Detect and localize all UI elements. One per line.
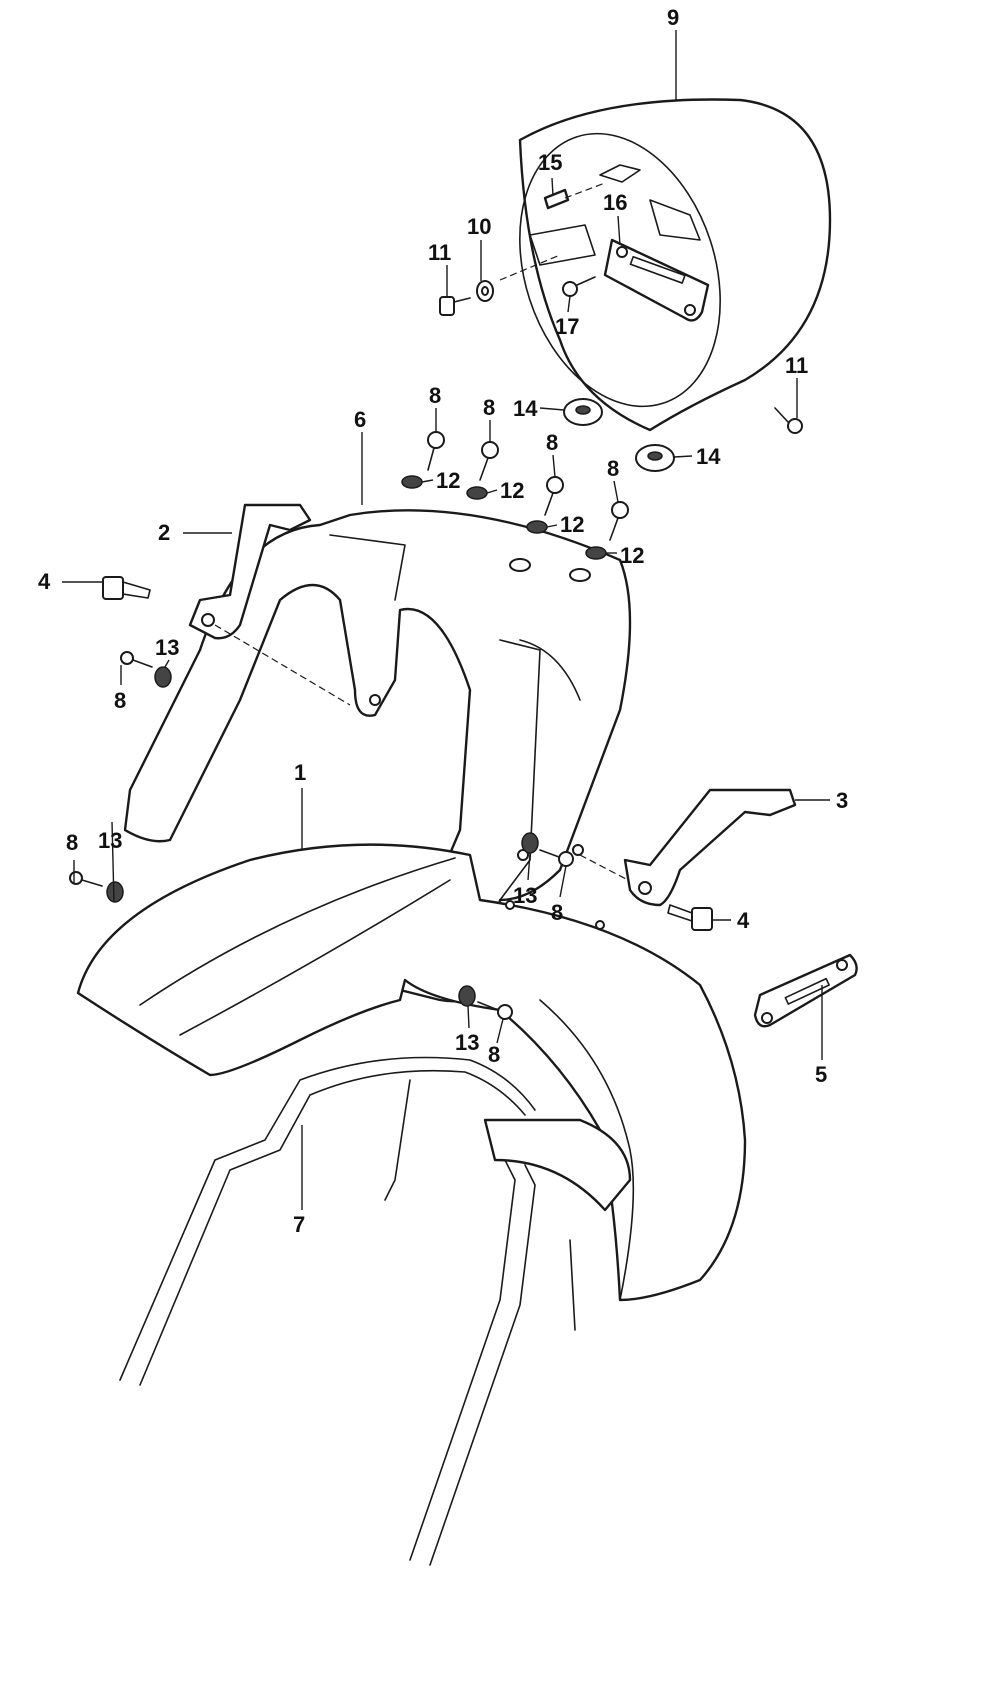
callout-8-a: 8 bbox=[429, 383, 441, 408]
callout-13-c: 13 bbox=[513, 883, 537, 908]
callout-4-right: 4 bbox=[737, 908, 750, 933]
callout-15: 15 bbox=[538, 150, 562, 175]
callout-12-d: 12 bbox=[620, 543, 644, 568]
screw-11-left bbox=[439, 296, 471, 316]
washers-13 bbox=[106, 666, 539, 1007]
callout-8-e: 8 bbox=[114, 688, 126, 713]
callout-6: 6 bbox=[354, 407, 366, 432]
bolt-4-right bbox=[667, 904, 713, 931]
clip-15 bbox=[543, 188, 570, 210]
callout-11-right: 11 bbox=[785, 353, 808, 378]
callout-3: 3 bbox=[836, 788, 848, 813]
callout-2: 2 bbox=[158, 520, 170, 545]
assembly-lines bbox=[214, 182, 629, 881]
leader-lines bbox=[62, 30, 830, 1210]
bolt-4-left bbox=[102, 576, 151, 600]
callout-1: 1 bbox=[294, 760, 306, 785]
fender-stay-7 bbox=[119, 1056, 632, 1566]
callout-5: 5 bbox=[815, 1062, 827, 1087]
callout-13-b: 13 bbox=[98, 828, 122, 853]
callout-12-c: 12 bbox=[560, 512, 584, 537]
callout-17: 17 bbox=[555, 314, 579, 339]
grommet-14-b bbox=[635, 444, 675, 472]
callout-4-left: 4 bbox=[38, 569, 51, 594]
callout-7: 7 bbox=[293, 1212, 305, 1237]
callouts: 9 15 16 10 11 17 11 8 8 14 6 8 14 8 12 1… bbox=[38, 5, 848, 1237]
wire-bracket-2 bbox=[188, 503, 312, 640]
callout-14-a: 14 bbox=[513, 396, 538, 421]
callout-8-b: 8 bbox=[483, 395, 495, 420]
front-fender-1 bbox=[76, 843, 747, 1302]
headlight-housing bbox=[518, 98, 832, 432]
screw-11-right bbox=[774, 407, 803, 434]
callout-8-g: 8 bbox=[551, 900, 563, 925]
callout-10: 10 bbox=[467, 214, 491, 239]
callout-8-c: 8 bbox=[546, 430, 558, 455]
washer-10 bbox=[476, 280, 494, 302]
fork-cover-6 bbox=[123, 509, 632, 1003]
wire-bracket-3 bbox=[623, 788, 797, 907]
callout-8-h: 8 bbox=[488, 1042, 500, 1067]
callout-12-a: 12 bbox=[436, 468, 460, 493]
callout-9: 9 bbox=[667, 5, 679, 30]
grommet-14-a bbox=[563, 398, 603, 426]
callout-16: 16 bbox=[603, 190, 627, 215]
flat-bracket-5 bbox=[753, 953, 858, 1028]
callout-11-left: 11 bbox=[428, 240, 451, 265]
callout-12-b: 12 bbox=[500, 478, 524, 503]
callout-8-f: 8 bbox=[66, 830, 78, 855]
callout-8-d: 8 bbox=[607, 456, 619, 481]
callout-13-a: 13 bbox=[155, 635, 179, 660]
callout-14-b: 14 bbox=[696, 444, 721, 469]
callout-13-d: 13 bbox=[455, 1030, 479, 1055]
bolts-8 bbox=[69, 431, 629, 1020]
bracket-16 bbox=[603, 238, 710, 322]
